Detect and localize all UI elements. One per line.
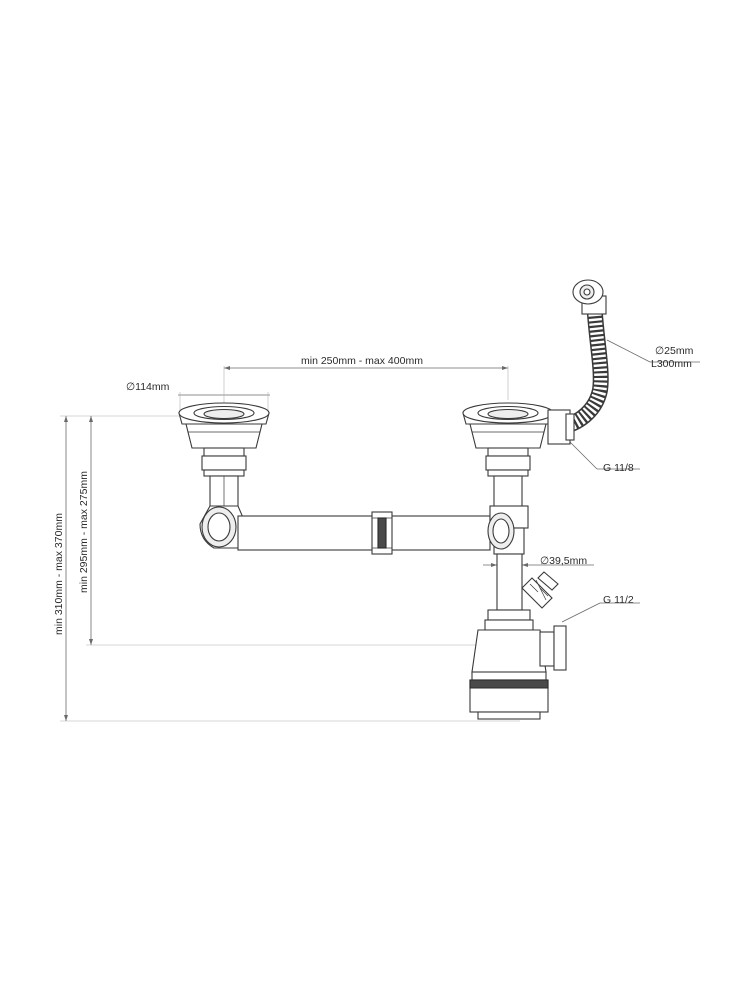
outlet-thread-label: G 11/2 [603, 594, 634, 606]
height-inner-label: min 295mm - max 275mm [78, 471, 90, 593]
hose-barb [521, 571, 559, 609]
bowl-spacing-label: min 250mm - max 400mm [301, 355, 423, 367]
strainer-diameter-label: ∅114mm [126, 381, 170, 393]
hose-diameter-label: ∅25mm [655, 345, 694, 357]
hose-length-label: L300mm [651, 358, 692, 370]
horizontal-connecting-pipe [237, 511, 491, 555]
bottle-trap [469, 609, 567, 720]
dimension-lines [60, 339, 700, 722]
left-strainer-assembly [178, 402, 270, 549]
pipe-diameter-label: ∅39,5mm [540, 555, 587, 567]
right-strainer-assembly [462, 402, 559, 611]
dimension-labels: ∅114mm min 250mm - max 400mm ∅25mm L300m… [53, 345, 694, 635]
overflow-hose [547, 279, 609, 445]
height-outer-label: min 310mm - max 370mm [53, 513, 65, 635]
overflow-thread-label: G 11/8 [603, 462, 634, 474]
